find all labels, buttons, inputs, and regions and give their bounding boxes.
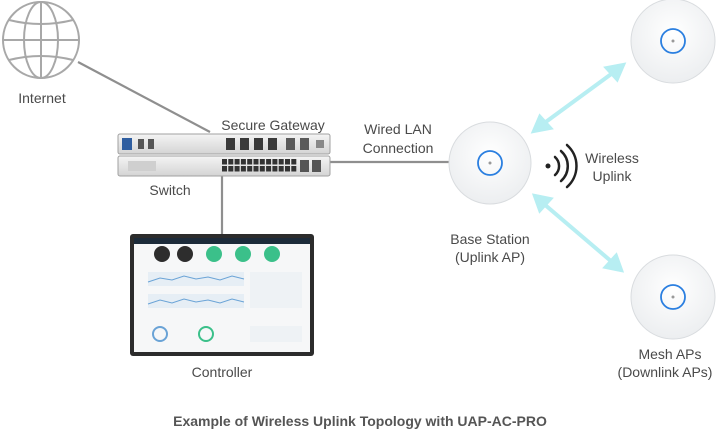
switch-label: Switch bbox=[149, 182, 191, 198]
switch-port bbox=[234, 159, 240, 165]
switch-port bbox=[291, 159, 297, 165]
switch-port bbox=[240, 159, 246, 165]
wireless-signal-icon bbox=[545, 143, 578, 189]
switch-port bbox=[291, 166, 297, 172]
connection-lines bbox=[77, 61, 452, 234]
arrow-lower-shaft bbox=[542, 202, 614, 264]
wired-lan-label-line2: Connection bbox=[362, 140, 434, 156]
switch-port bbox=[228, 159, 234, 165]
switch-port bbox=[259, 166, 265, 172]
switch-port bbox=[222, 159, 227, 165]
wireless-arrows bbox=[530, 62, 627, 273]
switch-port bbox=[253, 159, 259, 165]
mesh-aps-label-line1: Mesh APs bbox=[638, 346, 702, 362]
arrow-upper-shaft bbox=[541, 70, 616, 126]
wired-lan-label-line1: Wired LAN bbox=[364, 121, 432, 137]
switch-port bbox=[247, 166, 253, 172]
globe-icon bbox=[2, 1, 80, 79]
arrow-upper-head-start bbox=[530, 113, 554, 134]
switch-port bbox=[259, 159, 265, 165]
access-point-icon bbox=[630, 254, 716, 340]
internet-link bbox=[77, 61, 211, 133]
switch-port bbox=[234, 166, 240, 172]
diagram-caption: Example of Wireless Uplink Topology with… bbox=[173, 413, 547, 429]
access-point-icon bbox=[630, 0, 716, 84]
switch-port bbox=[278, 166, 284, 172]
switch-port bbox=[222, 166, 227, 172]
switch-port bbox=[272, 166, 278, 172]
switch-port bbox=[228, 166, 234, 172]
switch-port bbox=[278, 159, 284, 165]
access-point-icon bbox=[448, 121, 532, 205]
mesh-aps-label-line2: (Downlink APs) bbox=[617, 364, 713, 380]
secure-gateway-label: Secure Gateway bbox=[221, 117, 325, 133]
secure-gateway-device bbox=[117, 133, 331, 155]
arrow-lower-head-end bbox=[602, 252, 625, 273]
wireless-uplink-label-line1: Wireless bbox=[585, 150, 639, 166]
controller-label: Controller bbox=[191, 364, 253, 380]
wireless-uplink-label-line2: Uplink bbox=[592, 168, 632, 184]
switch-port bbox=[253, 166, 259, 172]
base-station-label-line2: (Uplink AP) bbox=[454, 249, 526, 265]
switch-port bbox=[272, 159, 278, 165]
switch-port bbox=[266, 159, 272, 165]
base-station-label-line1: Base Station bbox=[450, 231, 530, 247]
switch-port bbox=[285, 166, 290, 172]
switch-port bbox=[247, 159, 253, 165]
switch-port bbox=[285, 159, 290, 165]
switch-port bbox=[266, 166, 272, 172]
controller-screen bbox=[130, 234, 314, 356]
arrow-lower-head-start bbox=[531, 193, 554, 214]
internet-label: Internet bbox=[18, 90, 66, 106]
switch-device bbox=[117, 155, 331, 177]
arrow-upper-head-end bbox=[603, 62, 627, 83]
switch-port bbox=[240, 166, 246, 172]
